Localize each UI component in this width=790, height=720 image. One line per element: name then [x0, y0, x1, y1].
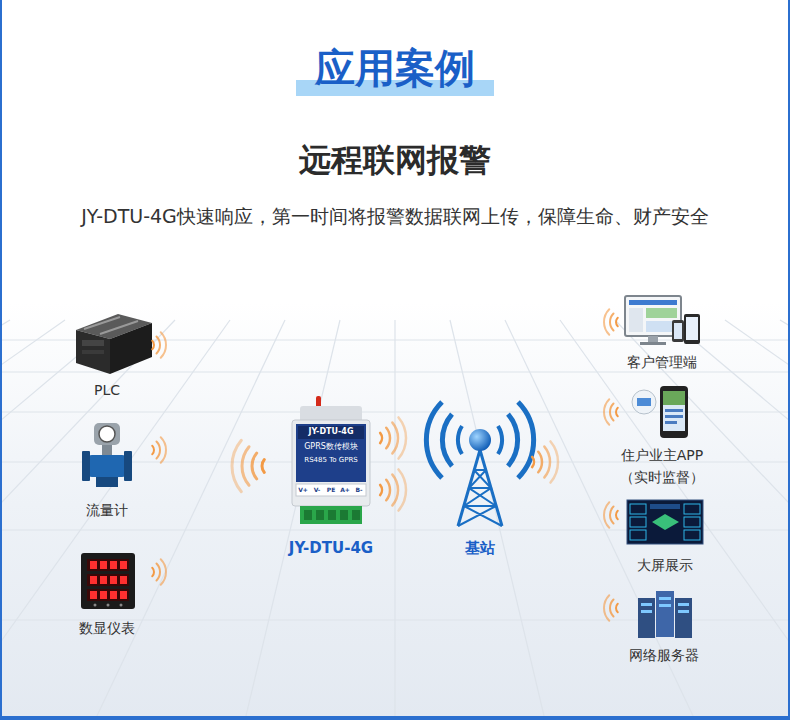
server-icon: [638, 591, 692, 638]
signal-wave: [252, 453, 257, 479]
floor-line: [0, 320, 65, 720]
flowmeter-icon: [82, 423, 132, 487]
signal-wave: [152, 446, 154, 454]
signal-wave: [392, 475, 398, 506]
signal-wave: [610, 314, 614, 331]
signal-wave: [551, 441, 558, 482]
frame-edge: [0, 716, 790, 720]
device-label: PLC: [94, 379, 120, 401]
terminal-label: B-: [355, 486, 362, 494]
signal-wave: [380, 433, 382, 443]
device-face-text: JY-DTU-4G: [309, 427, 354, 437]
device-node: PLC: [94, 379, 120, 401]
floor-line: [725, 320, 790, 720]
terminal-label: V-: [314, 486, 321, 494]
floor-line: [615, 320, 790, 720]
frame-edge: [788, 0, 790, 720]
description: JY-DTU-4G快速响应，第一时间将报警数据联网上传，保障生命、财产安全: [81, 203, 709, 229]
signal-wave: [399, 469, 406, 510]
floor-line: [0, 320, 230, 720]
signal-wave: [610, 600, 614, 617]
device-label: 基站: [465, 537, 495, 559]
digital-meter-icon: [81, 553, 135, 609]
signal-wave: [156, 442, 160, 459]
signal-wave: [610, 404, 614, 421]
signal-wave: [161, 332, 166, 357]
signal-wave: [380, 485, 382, 495]
device-label: 网络服务器: [629, 644, 699, 666]
terminal-label: PE: [327, 486, 336, 494]
signal-wave: [544, 447, 550, 478]
device-label: JY-DTU-4G: [289, 537, 373, 559]
signal-wave: [242, 447, 249, 486]
terminal-label: V+: [298, 486, 308, 494]
signal-wave: [386, 428, 390, 449]
big-screen-icon: [627, 500, 703, 544]
dtu-device: [292, 396, 370, 524]
subtitle: 远程联网报警: [299, 140, 491, 180]
device-node: 数显仪表: [79, 617, 135, 639]
signal-wave: [610, 507, 614, 524]
signal-wave: [156, 337, 160, 354]
signal-wave: [538, 452, 542, 473]
signal-wave: [616, 511, 618, 519]
signal-wave: [161, 559, 166, 584]
device-label: 数显仪表: [79, 617, 135, 639]
plc-icon: [76, 314, 152, 374]
signal-wave: [262, 460, 264, 473]
signal-wave: [616, 604, 618, 612]
device-face-text: GPRS数传模块: [304, 442, 358, 452]
signal-wave: [616, 408, 618, 416]
base-station-tower: [426, 402, 533, 526]
device-label: 住户业主APP （实时监督）: [614, 444, 710, 488]
signal-wave: [399, 417, 406, 458]
device-label: 大屏展示: [637, 554, 693, 576]
signal-wave: [604, 399, 609, 424]
floor-line: [394, 320, 395, 720]
signal-wave: [161, 437, 166, 462]
device-node: 客户管理端: [627, 351, 697, 373]
floor-line: [0, 320, 120, 720]
device-node: JY-DTU-4G: [289, 537, 373, 559]
signal-wave: [156, 564, 160, 581]
signal-wave: [152, 568, 154, 576]
signal-wave: [392, 423, 398, 454]
device-node: 网络服务器: [629, 644, 699, 666]
signal-wave: [152, 341, 154, 349]
signal-wave: [232, 440, 241, 491]
page-title: 应用案例: [315, 43, 475, 93]
signal-wave: [616, 318, 618, 326]
frame-edge: [0, 0, 2, 720]
device-label: 流量计: [86, 499, 128, 521]
device-node: 流量计: [86, 499, 128, 521]
floor-line: [95, 320, 285, 720]
signal-wave: [386, 480, 390, 501]
signal-wave: [604, 595, 609, 620]
device-node: 基站: [465, 537, 495, 559]
device-node: 住户业主APP （实时监督）: [614, 444, 710, 488]
floor-line: [560, 320, 790, 720]
signal-wave: [604, 502, 609, 527]
device-node: 大屏展示: [637, 554, 693, 576]
floor-line: [450, 320, 545, 720]
signal-wave: [532, 457, 534, 467]
signal-wave: [604, 309, 609, 334]
terminal-label: A+: [340, 486, 350, 494]
app-phone-icon: [632, 386, 688, 438]
device-label: 客户管理端: [627, 351, 697, 373]
client-monitor-icon: [625, 296, 700, 345]
device-face-text: RS485 To GPRS: [304, 455, 358, 465]
